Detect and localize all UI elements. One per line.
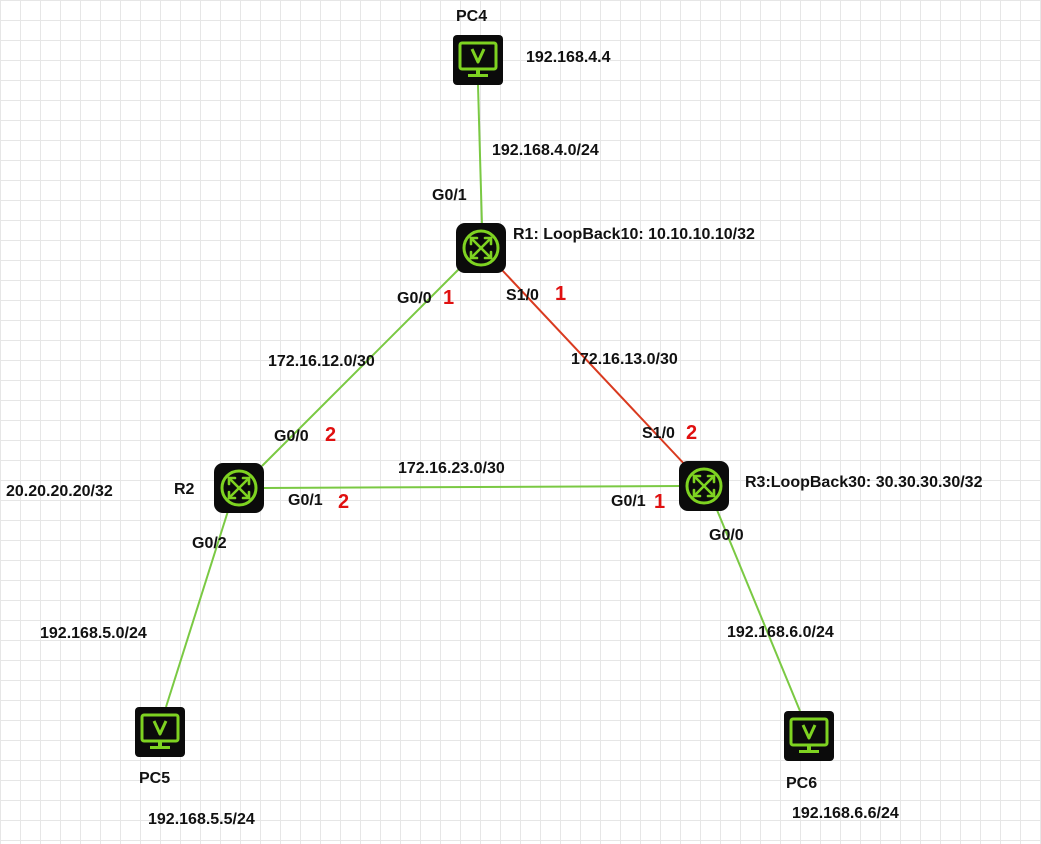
r1-node[interactable] <box>456 223 506 273</box>
router-icon <box>220 469 258 507</box>
network-label-r1-r2: 172.16.12.0/30 <box>268 353 375 370</box>
port-label-r2-g0-0: G0/0 <box>274 428 309 445</box>
link-r1-r2[interactable] <box>261 267 461 467</box>
router-icon <box>462 229 500 267</box>
router-icon <box>685 467 723 505</box>
network-label-r2-r3: 172.16.23.0/30 <box>398 460 505 477</box>
monitor-icon <box>789 717 829 753</box>
port-label-r1-g0-0: G0/0 <box>397 290 432 307</box>
pc5-address: 192.168.5.5/24 <box>148 811 255 828</box>
network-label-pc4-r1: 192.168.4.0/24 <box>492 142 599 159</box>
sequence-mark-r1-s1-0: 1 <box>555 283 567 305</box>
pc5-node[interactable] <box>135 707 185 757</box>
port-label-r3-g0-1: G0/1 <box>611 493 646 510</box>
port-label-r1-s1-0: S1/0 <box>506 287 539 304</box>
sequence-mark-r2-g0-0: 2 <box>325 424 337 446</box>
r2-label: R2 <box>174 481 195 498</box>
network-label-r2-pc5: 192.168.5.0/24 <box>40 625 147 642</box>
pc6-node[interactable] <box>784 711 834 761</box>
r3-node[interactable] <box>679 461 729 511</box>
r1-label: R1: LoopBack10: 10.10.10.10/32 <box>513 226 755 243</box>
pc4-address: 192.168.4.4 <box>526 49 611 66</box>
port-label-r1-g0-1: G0/1 <box>432 187 467 204</box>
monitor-icon <box>458 41 498 77</box>
r2-loopback-address: 20.20.20.20/32 <box>6 483 113 500</box>
r2-node[interactable] <box>214 463 264 513</box>
sequence-mark-r3-g0-1: 1 <box>654 491 666 513</box>
network-label-r1-r3: 172.16.13.0/30 <box>571 351 678 368</box>
link-r2-r3[interactable] <box>262 485 682 489</box>
link-r2-pc5[interactable] <box>165 510 229 708</box>
pc6-label: PC6 <box>786 775 818 792</box>
sequence-mark-r1-g0-0: 1 <box>443 287 455 309</box>
pc4-node[interactable] <box>453 35 503 85</box>
pc6-address: 192.168.6.6/24 <box>792 805 899 822</box>
link-pc4-r1[interactable] <box>477 84 483 227</box>
monitor-icon <box>140 713 180 749</box>
sequence-mark-r3-s1-0: 2 <box>686 422 698 444</box>
r3-label: R3:LoopBack30: 30.30.30.30/32 <box>745 474 983 491</box>
port-label-r3-s1-0: S1/0 <box>642 425 675 442</box>
pc4-label: PC4 <box>456 8 488 25</box>
port-label-r2-g0-2: G0/2 <box>192 535 227 552</box>
network-label-r3-pc6: 192.168.6.0/24 <box>727 624 834 641</box>
port-label-r3-g0-0: G0/0 <box>709 527 744 544</box>
link-r1-r3[interactable] <box>501 269 689 469</box>
sequence-mark-r2-g0-1: 2 <box>338 491 350 513</box>
link-r3-pc6[interactable] <box>716 509 801 712</box>
pc5-label: PC5 <box>139 770 171 787</box>
port-label-r2-g0-1: G0/1 <box>288 492 323 509</box>
